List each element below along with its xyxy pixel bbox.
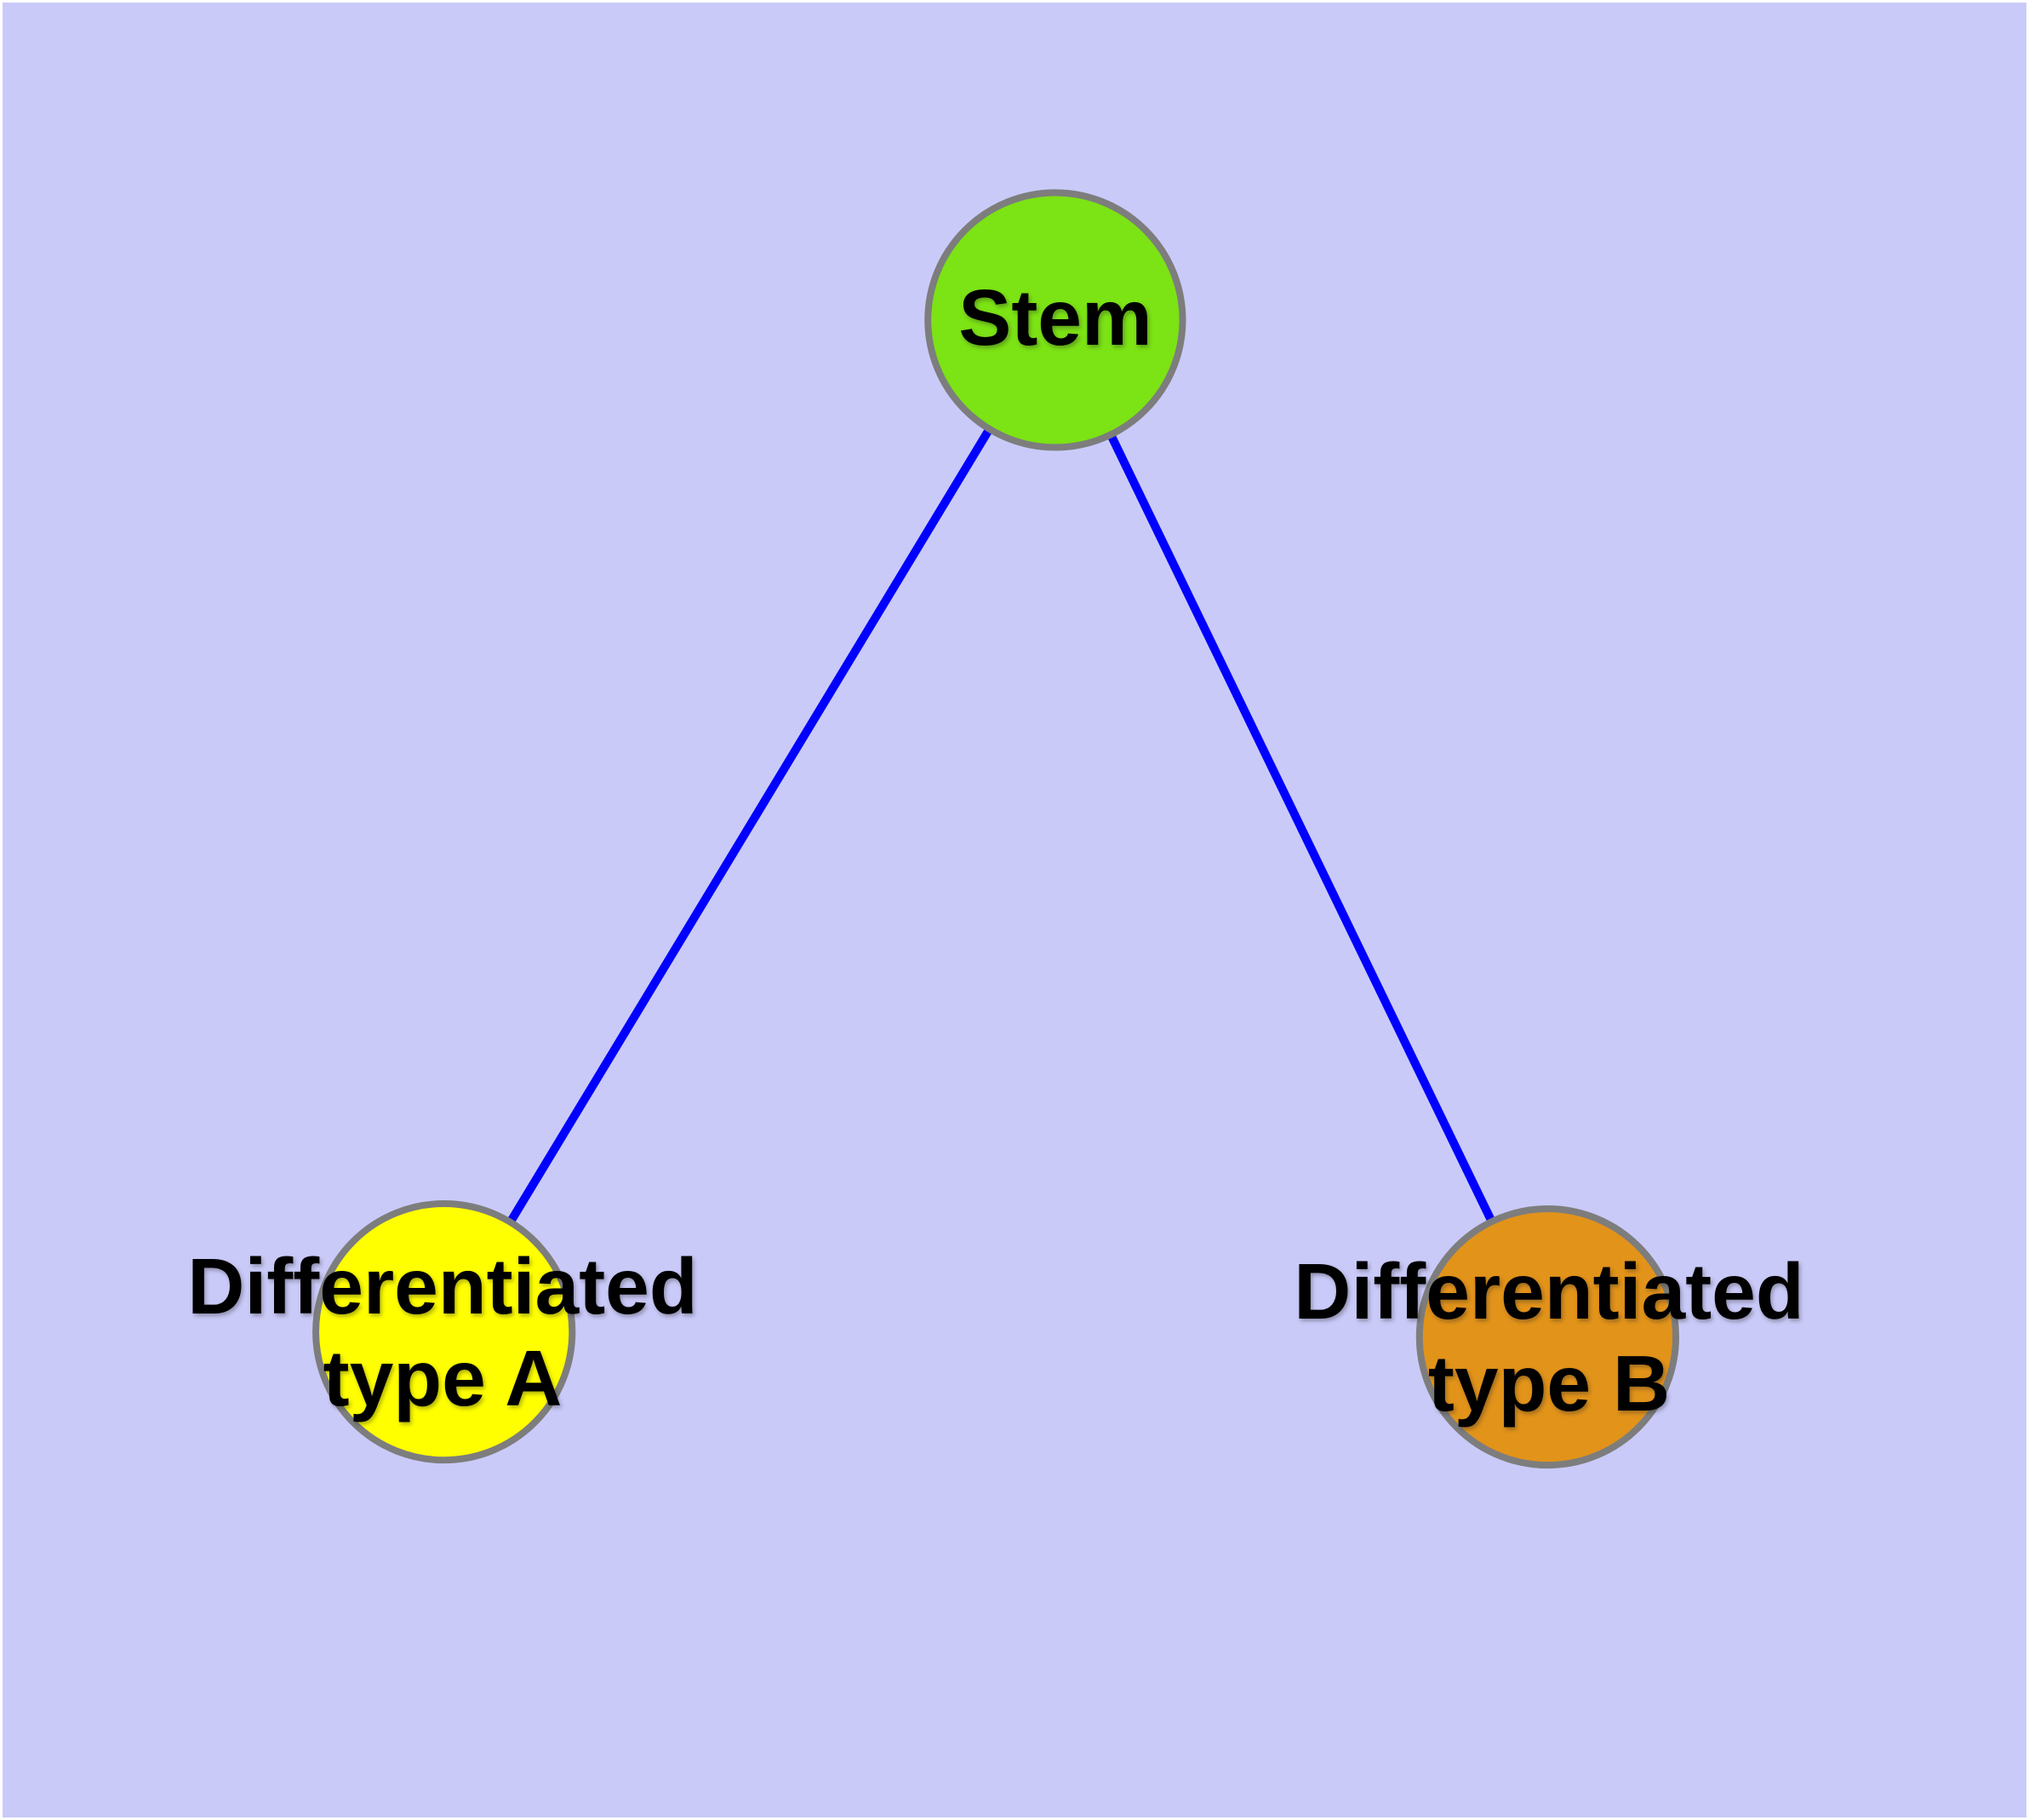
- node-stem-circle: [924, 189, 1186, 451]
- node-differentiated-type-b-circle: [1415, 1205, 1680, 1469]
- edge-stem-to-type-a: [440, 318, 1060, 1335]
- edge-stem-to-type-b: [1051, 318, 1552, 1339]
- graph-canvas: [312, 189, 1680, 1469]
- node-differentiated-type-a-circle: [312, 1200, 576, 1464]
